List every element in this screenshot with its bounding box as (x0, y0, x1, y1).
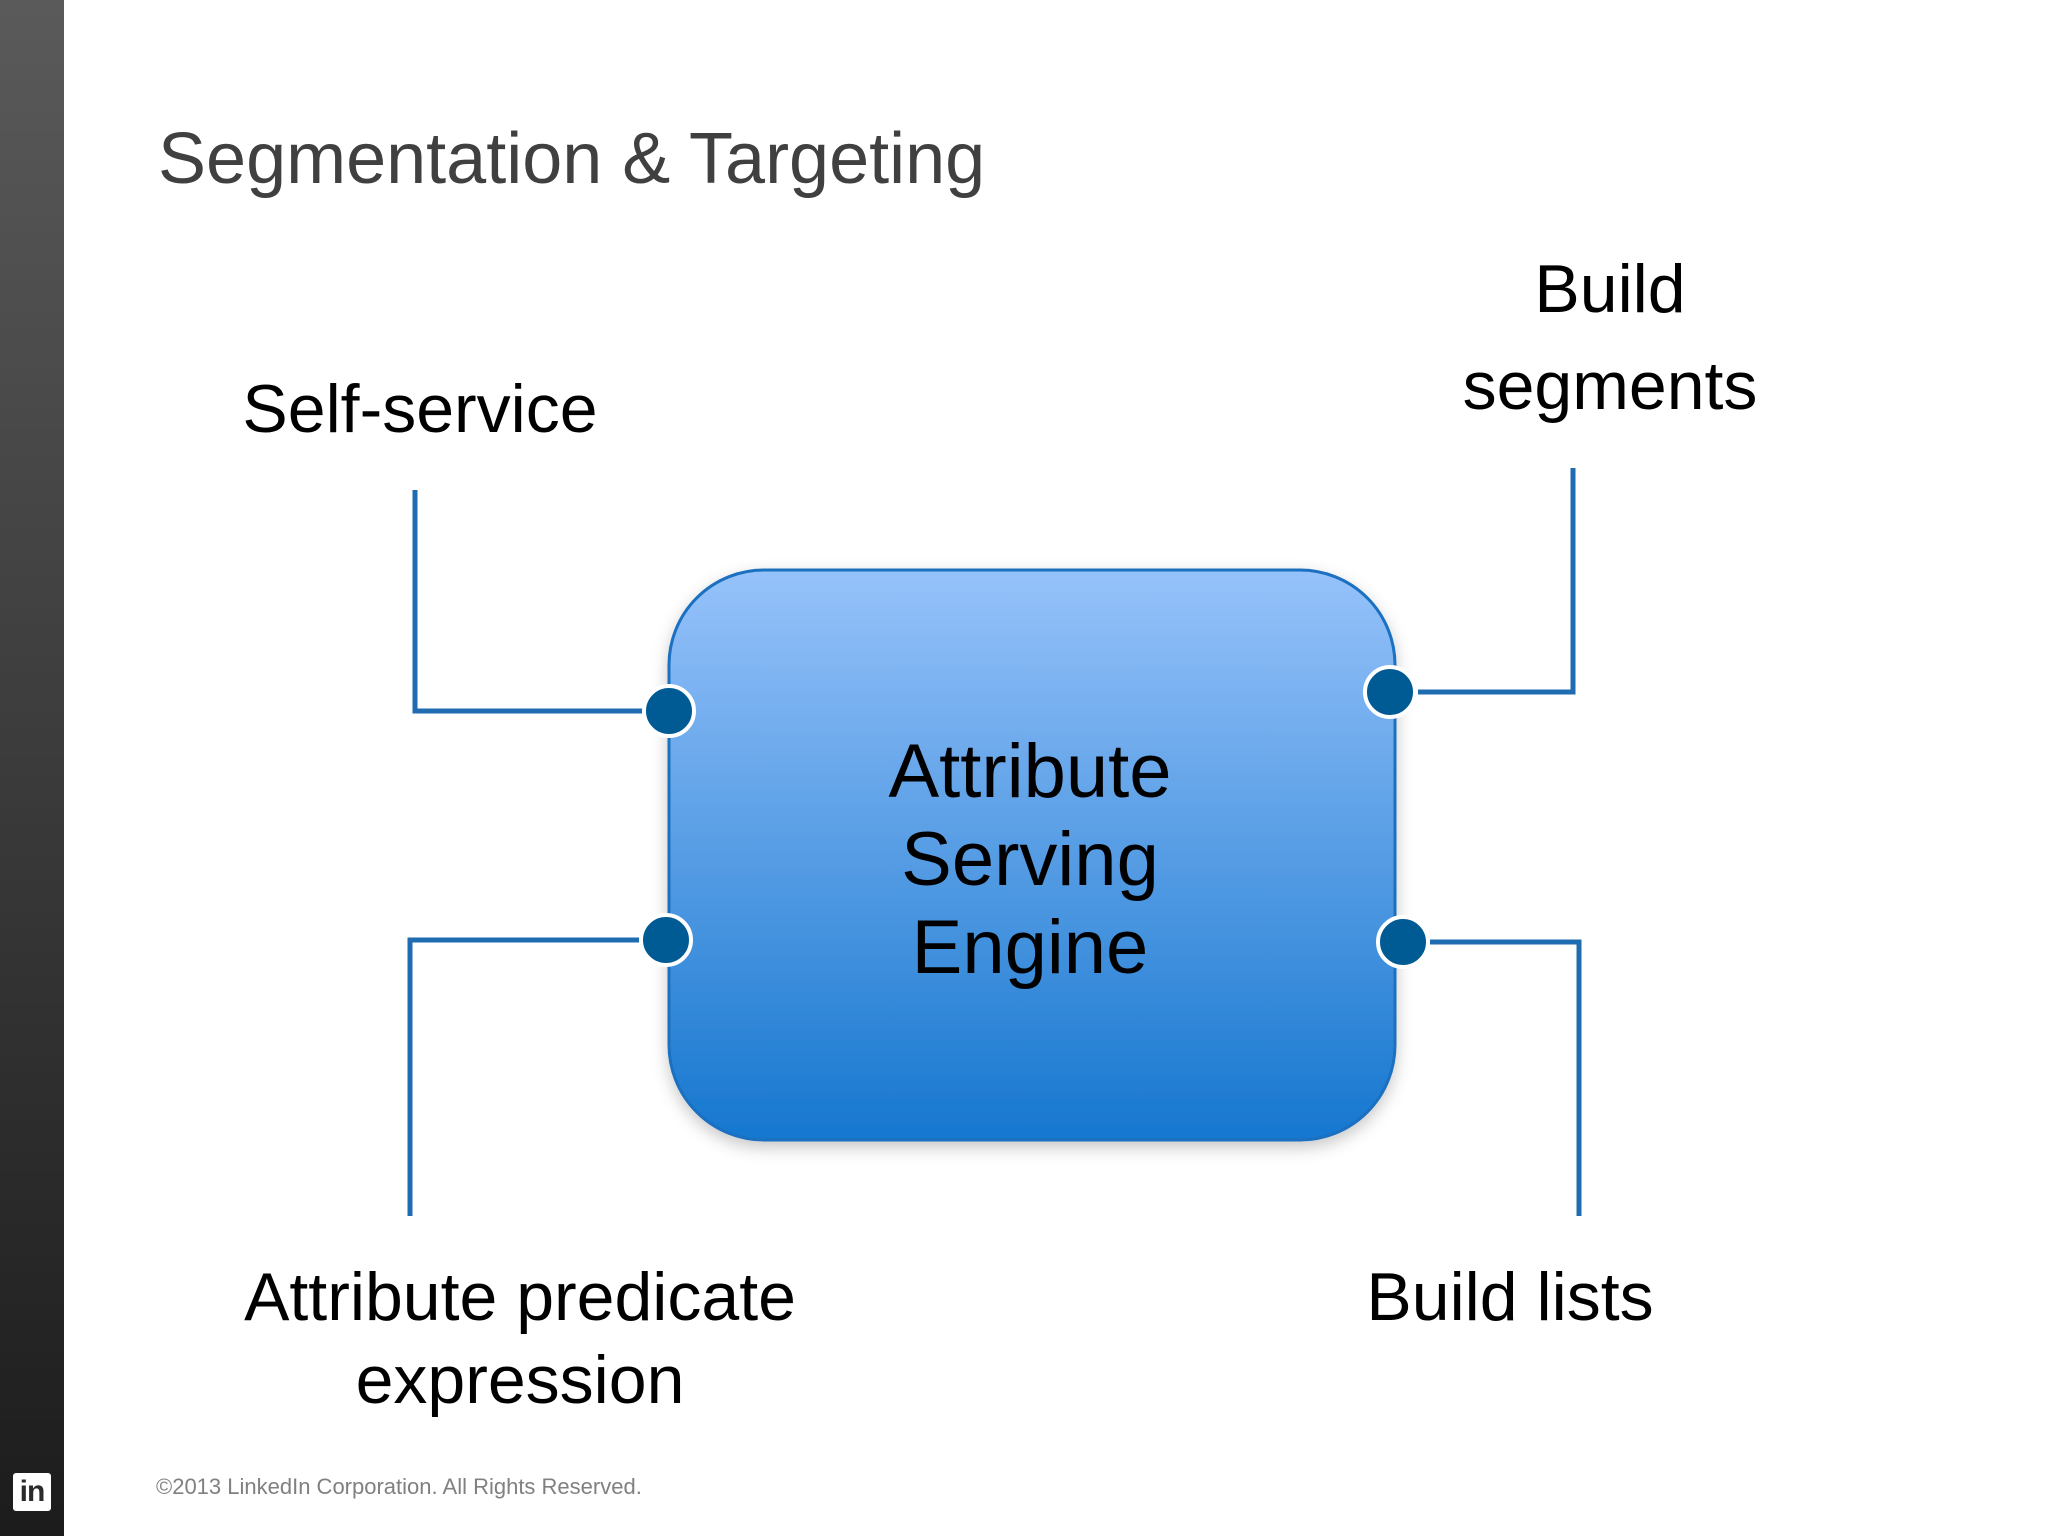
engine-label-line: Attribute (888, 729, 1172, 814)
label-self-service: Self-service (200, 368, 640, 451)
node-predicate (639, 913, 693, 967)
copyright-footer: ©2013 LinkedIn Corporation. All Rights R… (156, 1474, 642, 1499)
connector-build-lists (1430, 939, 1582, 1216)
connector-self-service (412, 490, 645, 714)
label-attribute-predicate: Attribute predicate expression (170, 1256, 870, 1422)
connector-predicate (407, 937, 642, 1216)
label-line: expression (355, 1341, 685, 1418)
connector-build-segments (1418, 468, 1576, 695)
label-line: Attribute predicate (244, 1259, 796, 1335)
label-line: Build lists (1366, 1259, 1654, 1335)
left-brand-bar: in (0, 0, 64, 1536)
label-build-segments: Build segments (1400, 248, 1820, 428)
slide-title: Segmentation & Targeting (158, 119, 986, 199)
engine-label-line: Engine (911, 905, 1149, 990)
engine-label: Attribute Serving Engine (830, 728, 1230, 992)
engine-label-line: Serving (901, 817, 1159, 902)
attribute-serving-engine-box (667, 568, 1397, 1142)
label-line: Build (1534, 251, 1686, 327)
label-line: Self-service (242, 371, 598, 447)
node-build-segments (1363, 665, 1417, 719)
label-build-lists: Build lists (1310, 1256, 1710, 1339)
linkedin-logo-icon: in (13, 1473, 51, 1511)
node-self-service (642, 684, 696, 738)
label-line: segments (1462, 347, 1758, 424)
node-build-lists (1376, 915, 1430, 969)
